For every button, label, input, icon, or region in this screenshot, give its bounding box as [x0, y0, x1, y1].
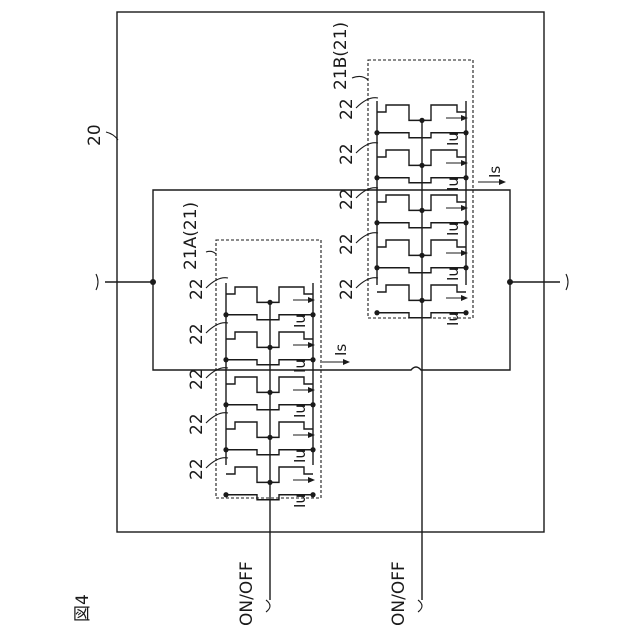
module-b-iu-arrow-head-3 — [461, 205, 468, 211]
module-b-iu-label-2: Iu — [444, 177, 462, 191]
module-a-node-r-4 — [310, 447, 315, 452]
module-a-node-g-5 — [267, 480, 272, 485]
module-a-element-leader-5 — [206, 458, 228, 468]
module-a-iu-label-4: Iu — [291, 449, 309, 463]
figure-label: 図4 — [73, 594, 93, 622]
module-b-leader — [352, 76, 368, 80]
module-b-node-g-1 — [419, 118, 424, 123]
module-a-iu-arrow-head-5 — [308, 477, 315, 483]
right-terminal-break — [566, 274, 568, 290]
module-b-node-r-1 — [463, 130, 468, 135]
module-a-element-label-3: 22 — [187, 368, 207, 390]
module-a-element-label-4: 22 — [187, 413, 207, 435]
module-b-node-l-1 — [374, 130, 379, 135]
module-b-iu-arrow-head-2 — [461, 160, 468, 166]
module-b-element-leader-5 — [356, 278, 378, 288]
module-b-node-l-2 — [374, 175, 379, 180]
module-a-node-l-3 — [223, 402, 228, 407]
module-b-iu-label-1: Iu — [444, 132, 462, 146]
module-b-element-leader-4 — [356, 233, 378, 243]
module-b-iu-arrow-head-1 — [461, 115, 468, 121]
control-b-label: ON/OFF — [389, 561, 409, 626]
module-b-element-label-2: 22 — [337, 143, 357, 165]
is-arrow-b-head — [499, 179, 506, 185]
module-b-element-leader-3 — [356, 188, 378, 198]
control-a-break — [266, 600, 270, 612]
module-a-leader — [206, 251, 216, 254]
module-b-node-r-2 — [463, 175, 468, 180]
module-b-iu-label-5: Iu — [444, 312, 462, 326]
module-b-node-r-3 — [463, 220, 468, 225]
module-a-label: 21A(21) — [181, 202, 201, 270]
sum-current-label-b: Is — [486, 166, 504, 178]
module-a-node-l-1 — [223, 312, 228, 317]
node-right — [507, 279, 513, 285]
module-a-node-g-3 — [267, 390, 272, 395]
module-b-iu-label-4: Iu — [444, 267, 462, 281]
module-a-node-r-3 — [310, 402, 315, 407]
module-a-node-g-2 — [267, 345, 272, 350]
module-a-node-l-5 — [223, 492, 228, 497]
module-b-node-r-4 — [463, 265, 468, 270]
module-b-node-r-5 — [463, 310, 468, 315]
module-b-label: 21B(21) — [331, 22, 351, 90]
module-b-element-label-3: 22 — [337, 188, 357, 210]
module-a-iu-label-3: Iu — [291, 404, 309, 418]
module-b-element-leader-1 — [356, 98, 378, 108]
module-a-node-l-4 — [223, 447, 228, 452]
module-b-element-label-4: 22 — [337, 233, 357, 255]
module-a-element-leader-2 — [206, 323, 228, 333]
module-a-node-g-1 — [267, 300, 272, 305]
module-a-element-label-5: 22 — [187, 458, 207, 480]
module-a-iu-label-1: Iu — [291, 314, 309, 328]
module-b-iu-arrow-head-5 — [461, 295, 468, 301]
module-a-iu-arrow-head-2 — [308, 342, 315, 348]
module-a-iu-arrow-head-1 — [308, 297, 315, 303]
module-b-node-l-4 — [374, 265, 379, 270]
module-b-node-l-3 — [374, 220, 379, 225]
module-a-node-g-4 — [267, 435, 272, 440]
control-b-break — [418, 600, 422, 612]
module-a-element-leader-4 — [206, 413, 228, 423]
module-a-element-leader-3 — [206, 368, 228, 378]
module-b-node-g-5 — [419, 298, 424, 303]
device-label: 20 — [85, 124, 105, 146]
module-a-node-r-2 — [310, 357, 315, 362]
module-a-element-leader-1 — [206, 278, 228, 288]
module-b-node-g-2 — [419, 163, 424, 168]
module-a-iu-label-5: Iu — [291, 494, 309, 508]
module-b-iu-label-3: Iu — [444, 222, 462, 236]
module-a-element-label-2: 22 — [187, 323, 207, 345]
node-left — [150, 279, 156, 285]
module-a-iu-label-2: Iu — [291, 359, 309, 373]
module-a-node-r-5 — [310, 492, 315, 497]
module-b-iu-arrow-head-4 — [461, 250, 468, 256]
module-a-iu-arrow-head-3 — [308, 387, 315, 393]
module-b-element-leader-2 — [356, 143, 378, 153]
module-b-element-label-5: 22 — [337, 278, 357, 300]
module-a-node-r-1 — [310, 312, 315, 317]
module-b-element-label-1: 22 — [337, 98, 357, 120]
sum-current-label-a: Is — [332, 344, 350, 356]
module-b-node-g-3 — [419, 208, 424, 213]
is-arrow-a-head — [343, 359, 350, 365]
module-a-element-label-1: 22 — [187, 278, 207, 300]
module-a-node-l-2 — [223, 357, 228, 362]
module-b-node-l-5 — [374, 310, 379, 315]
module-b-node-g-4 — [419, 253, 424, 258]
device-leader — [106, 132, 118, 140]
left-terminal-break — [96, 274, 98, 290]
control-a-label: ON/OFF — [237, 561, 257, 626]
module-a-iu-arrow-head-4 — [308, 432, 315, 438]
